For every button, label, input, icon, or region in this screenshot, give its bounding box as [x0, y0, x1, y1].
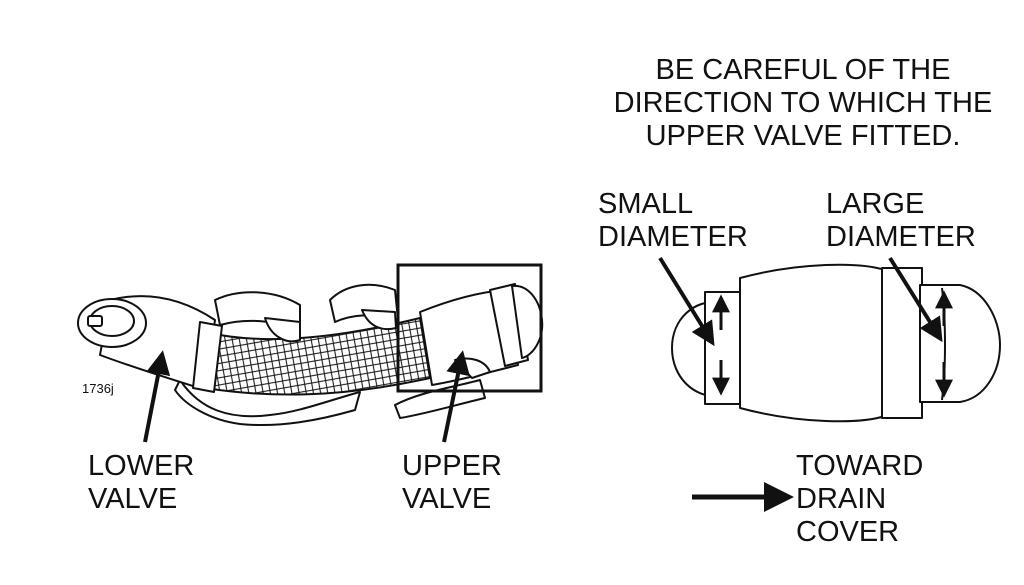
braided-hose [204, 317, 431, 396]
small-diameter-leader-arrow [658, 256, 715, 347]
caution-line-3: UPPER VALVE FITTED. [645, 120, 961, 152]
upper-valve-highlight-box [396, 263, 543, 393]
upper-valve-body [419, 289, 519, 386]
large-diameter-label: LARGE DIAMETER [826, 188, 976, 253]
upper-valve-leader-arrow [442, 350, 470, 443]
caution-note: BE CAREFUL OF THE DIRECTION TO WHICH THE… [598, 54, 1008, 153]
large-diameter-leader-arrow [888, 256, 943, 343]
large-diameter-end [919, 284, 1001, 403]
lower-valve-label: LOWER VALVE [88, 450, 195, 515]
small-diameter-label: SMALL DIAMETER [598, 188, 748, 253]
hose-assembly [77, 283, 544, 427]
lower-hand [174, 379, 361, 427]
upper-valve-label: UPPER VALVE [402, 450, 502, 515]
valve-main-body [739, 263, 886, 423]
upper-valve-detail [671, 263, 1001, 423]
figure-code: 1736j [82, 381, 114, 396]
lower-valve-leader-arrow [143, 350, 171, 443]
caution-line-1: BE CAREFUL OF THE [655, 54, 951, 86]
upper-hand [394, 379, 486, 419]
caution-line-2: DIRECTION TO WHICH THE [613, 87, 993, 119]
toward-drain-cover-label: TOWARD DRAIN COVER [796, 450, 924, 548]
